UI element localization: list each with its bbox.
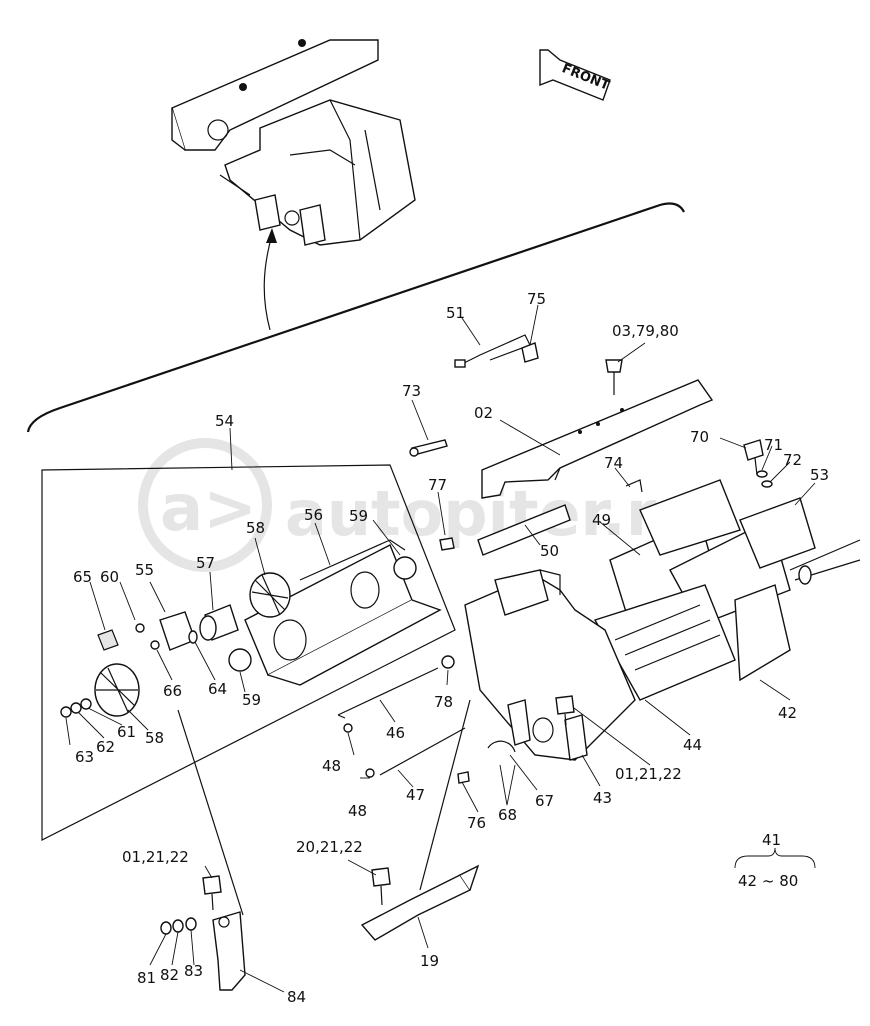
callout-57: 57: [196, 554, 215, 572]
vehicle-inset: [171, 39, 416, 246]
callout-71: 71: [764, 436, 783, 454]
callout-60: 60: [100, 568, 119, 586]
callout-51: 51: [446, 304, 465, 322]
blower-subassembly-frame: [41, 464, 456, 841]
callout-72: 72: [783, 451, 802, 469]
callout-43: 43: [593, 789, 612, 807]
callout-19: 19: [420, 952, 439, 970]
callout-50: 50: [540, 542, 559, 560]
separator-curve: [26, 202, 685, 433]
callout-03-79-80: 03,79,80: [612, 322, 679, 340]
callout-20-21-22: 20,21,22: [296, 838, 363, 856]
front-arrow: FRONT: [539, 49, 611, 101]
callout-81: 81: [137, 969, 156, 987]
callout-68: 68: [498, 806, 517, 824]
callout-42: 42: [778, 704, 797, 722]
callout-42-80: 42 ~ 80: [738, 872, 798, 890]
callout-58-lower: 58: [145, 729, 164, 747]
callout-73: 73: [402, 382, 421, 400]
callout-78: 78: [434, 693, 453, 711]
callout-55: 55: [135, 561, 154, 579]
callout-41: 41: [762, 831, 781, 849]
callout-48-lower: 48: [348, 802, 367, 820]
callout-74: 74: [604, 454, 623, 472]
callout-56: 56: [304, 506, 323, 524]
callout-02: 02: [474, 404, 493, 422]
blower-parts: [60, 539, 442, 718]
callout-labels: 51 75 03,79,80 73 02 70 71 72 53 74 54 7…: [73, 290, 829, 1006]
callout-76: 76: [467, 814, 486, 832]
callout-75: 75: [527, 290, 546, 308]
leader-lines: [65, 304, 816, 993]
watermark-logo: a>: [160, 472, 257, 546]
callout-84: 84: [287, 988, 306, 1006]
callout-58-upper: 58: [246, 519, 265, 537]
callout-70: 70: [690, 428, 709, 446]
callout-61: 61: [117, 723, 136, 741]
callout-66: 66: [163, 682, 182, 700]
callout-44: 44: [683, 736, 702, 754]
callout-46: 46: [386, 724, 405, 742]
callout-54: 54: [215, 412, 234, 430]
callout-62: 62: [96, 738, 115, 756]
callout-01-21-22-left: 01,21,22: [122, 848, 189, 866]
callout-59-upper: 59: [349, 507, 368, 525]
callout-49: 49: [592, 511, 611, 529]
callout-83: 83: [184, 962, 203, 980]
callout-01-21-22-right: 01,21,22: [615, 765, 682, 783]
callout-63: 63: [75, 748, 94, 766]
callout-48-upper: 48: [322, 757, 341, 775]
callout-53: 53: [810, 466, 829, 484]
callout-77: 77: [428, 476, 447, 494]
callout-47: 47: [406, 786, 425, 804]
callout-67: 67: [535, 792, 554, 810]
callout-65: 65: [73, 568, 92, 586]
main-parts: [160, 334, 861, 991]
callout-82: 82: [160, 966, 179, 984]
callout-64: 64: [208, 680, 227, 698]
callout-59-lower: 59: [242, 691, 261, 709]
